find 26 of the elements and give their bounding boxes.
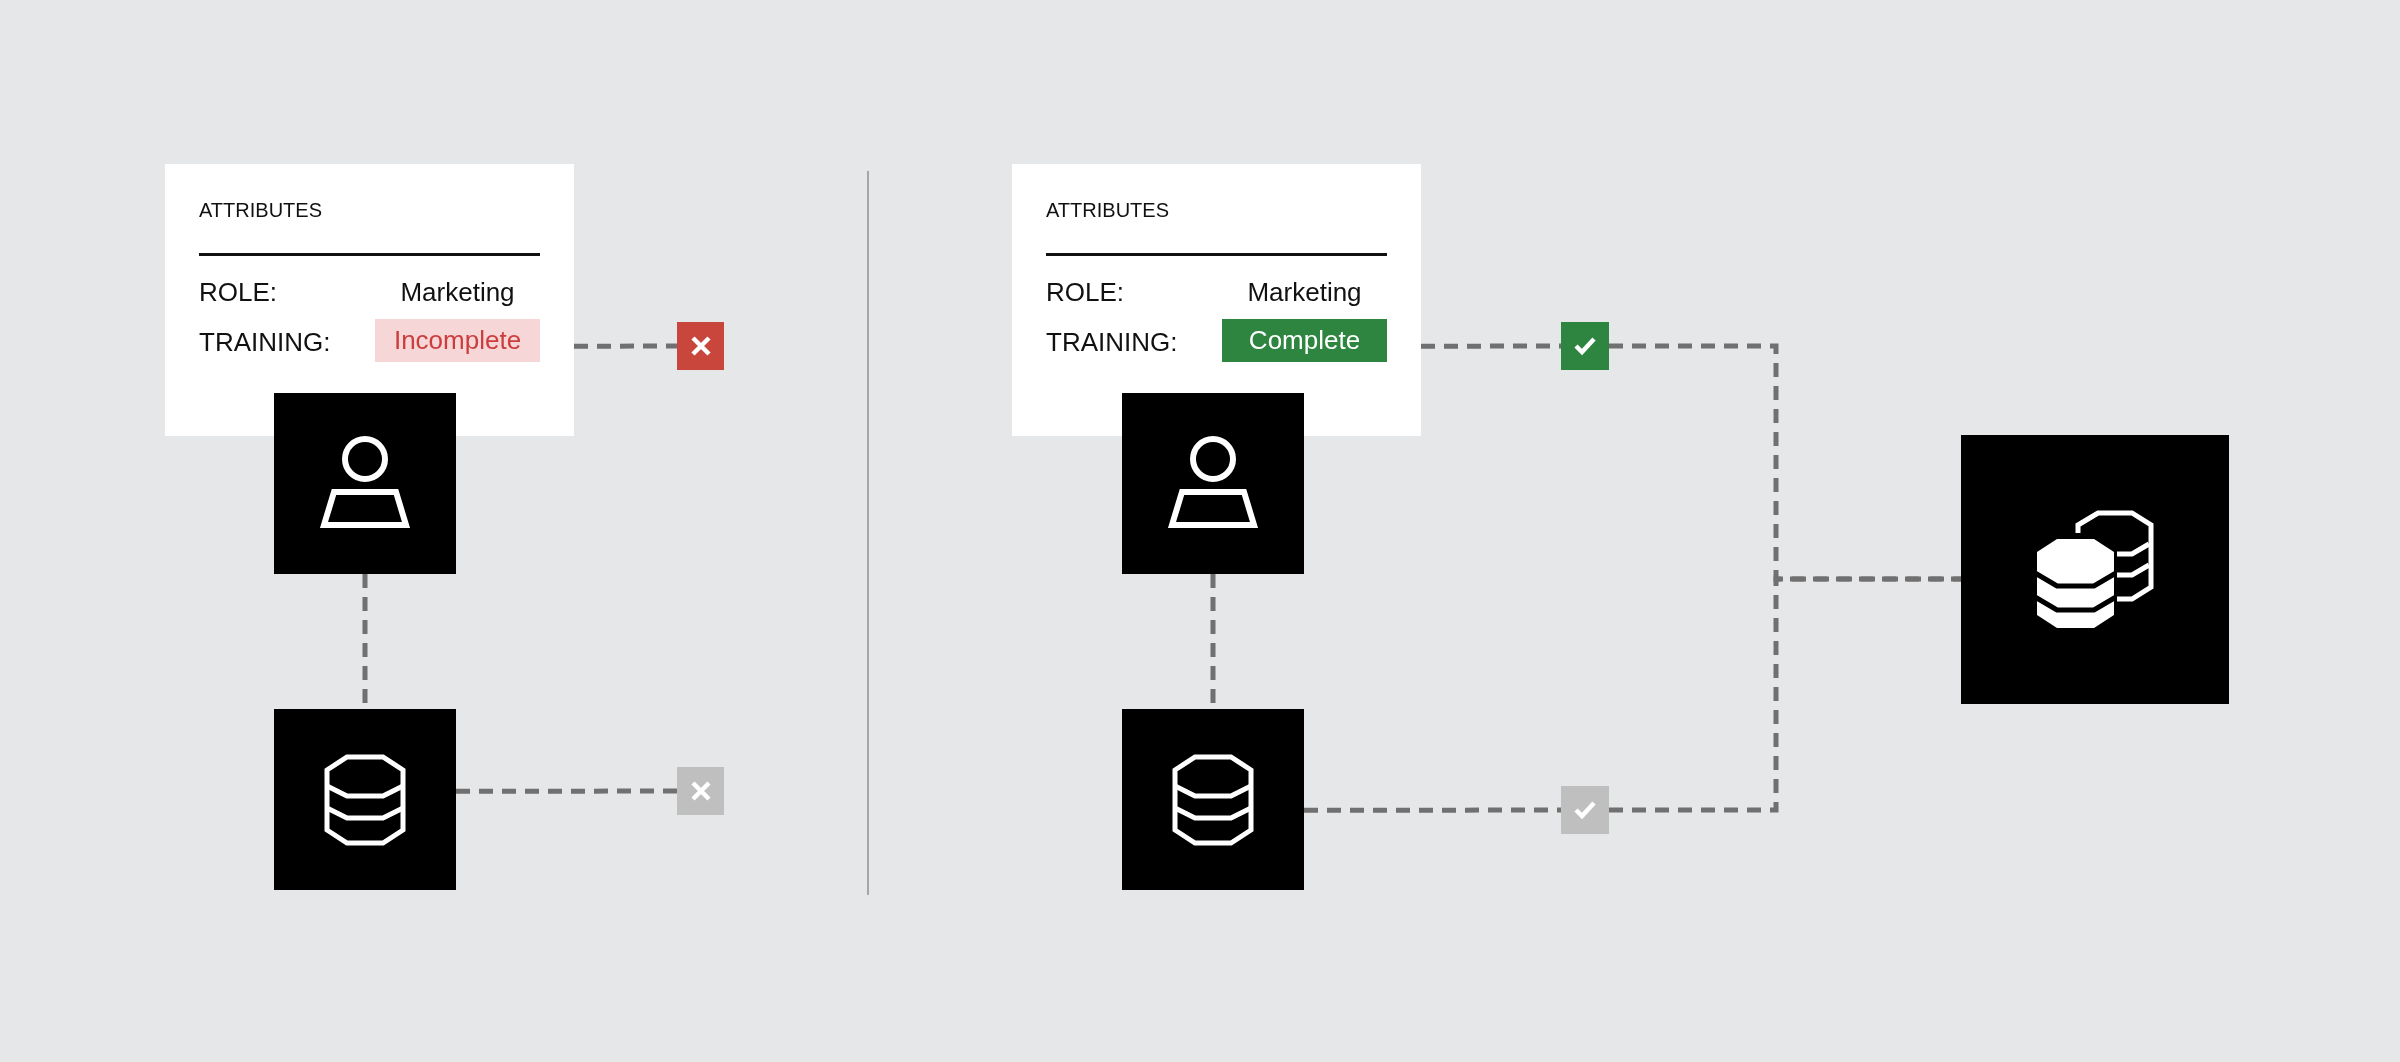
status-badge bbox=[677, 322, 724, 370]
connector-line bbox=[1609, 576, 1961, 813]
icon-tile bbox=[274, 393, 456, 574]
connector-line bbox=[456, 788, 677, 794]
card-heading: ATTRIBUTES bbox=[1046, 200, 1169, 220]
field-label: TRAINING: bbox=[1046, 329, 1178, 355]
icon-tile bbox=[274, 709, 456, 890]
icon-tile bbox=[1961, 435, 2229, 704]
field-label: TRAINING: bbox=[199, 329, 331, 355]
icon-tile bbox=[1122, 393, 1304, 574]
card-heading: ATTRIBUTES bbox=[199, 200, 322, 220]
status-badge: Complete bbox=[1222, 319, 1387, 362]
icon-tile bbox=[1122, 709, 1304, 890]
status-badge bbox=[1561, 786, 1609, 834]
field-value: Marketing bbox=[399, 279, 516, 305]
status-badge: Incomplete bbox=[375, 319, 540, 362]
status-badge bbox=[1561, 322, 1609, 370]
status-badge bbox=[677, 767, 724, 815]
connector-line bbox=[1421, 343, 1561, 349]
field-label: ROLE: bbox=[1046, 279, 1125, 305]
field-label: ROLE: bbox=[199, 279, 278, 305]
connector-line bbox=[1304, 807, 1561, 813]
attributes-card bbox=[165, 164, 574, 436]
field-value: Marketing bbox=[1246, 279, 1363, 305]
connector-line bbox=[574, 343, 677, 349]
attributes-card bbox=[1012, 164, 1421, 436]
